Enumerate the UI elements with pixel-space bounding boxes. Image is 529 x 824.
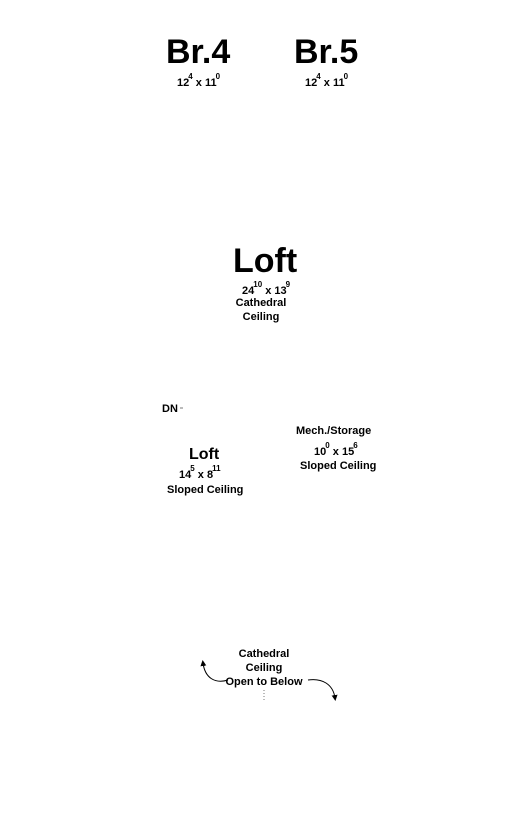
- room-name-br5: Br.5: [294, 33, 359, 71]
- room-name-mech-storage: Mech./Storage: [296, 425, 372, 437]
- room-name-loft-main: Loft: [233, 242, 298, 280]
- room-name-loft-small: Loft: [189, 446, 220, 463]
- room-dimensions-loft-main: 2410 x 139: [242, 280, 291, 297]
- room-dimensions-br4: 124 x 110: [177, 72, 221, 89]
- room-note-mech-storage: Sloped Ceiling: [300, 460, 377, 472]
- open-to-below-note: Cathedral Ceiling Open to Below: [225, 648, 303, 688]
- room-dimensions-loft-small: 145 x 811: [179, 464, 221, 481]
- room-note-loft-small: Sloped Ceiling: [167, 484, 244, 496]
- room-note-loft-main: Cathedral Ceiling: [235, 297, 287, 323]
- left-callout-arrow: [200, 660, 229, 682]
- stair-down-label: DN: [162, 403, 178, 415]
- room-name-br4: Br.4: [166, 33, 231, 71]
- room-dimensions-br5: 124 x 110: [305, 72, 349, 89]
- right-callout-arrow: [307, 679, 338, 701]
- room-dimensions-mech-storage: 100 x 156: [314, 441, 358, 458]
